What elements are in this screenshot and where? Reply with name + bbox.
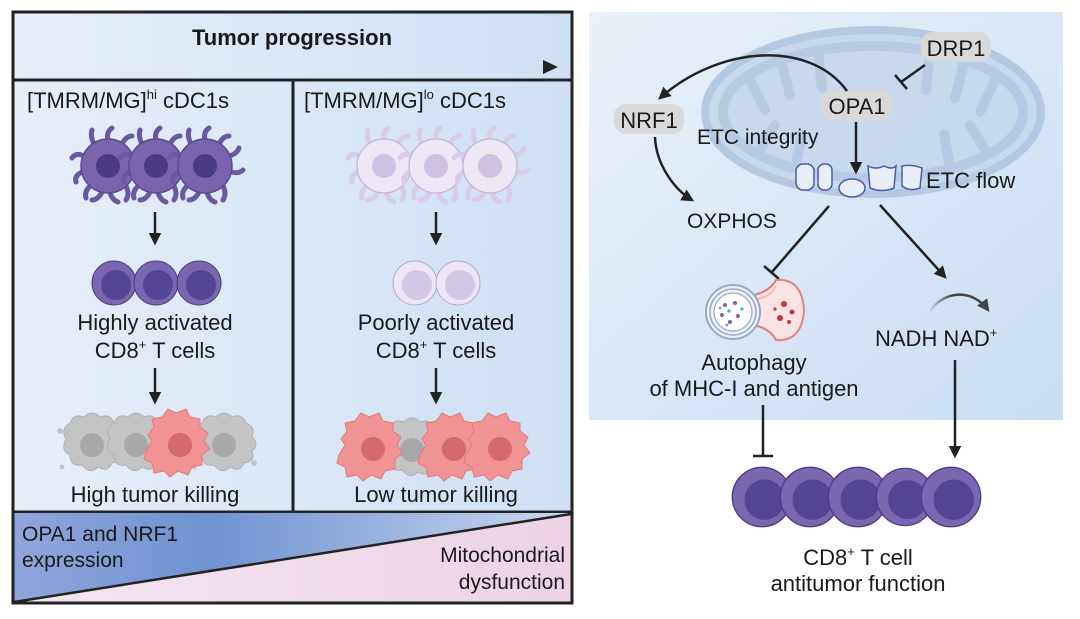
tumor-cells-hi [56,408,258,478]
header-title: Tumor progression [192,25,392,50]
left-panel: Tumor progression [TMRM/MG]hi cDC1s High… [11,10,574,605]
nrf1-label: NRF1 [620,108,677,133]
nadh-to-nad-arrow [926,293,990,315]
right-panel: DRP1 OPA1 NRF1 ETC integrity ETC flow OX… [589,12,1063,420]
inhibit-etc-to-autophagy [771,205,830,273]
progression-arrow-head [543,60,558,74]
expression-label-line2: expression [22,549,124,572]
arrow-nrf1-to-oxphos [653,136,695,202]
column-lo: [TMRM/MG]lo cDC1s Poorly activated CD8+ … [304,87,531,507]
t-cells-hi [91,260,222,306]
result-label-line2: antitumor function [771,571,946,596]
column-hi: [TMRM/MG]hi cDC1s Highly activated CD8+ … [27,87,258,507]
dysfunction-label-line2: dysfunction [459,571,565,594]
outcome-lo: Low tumor killing [354,482,518,507]
etc-integrity-label: ETC integrity [697,126,819,149]
etc-complexes-icon [795,163,923,198]
column-lo-title: [TMRM/MG]lo cDC1s [304,87,506,113]
autophagosome-icon [705,278,806,342]
opa1-label: OPA1 [828,94,885,119]
outcome-hi: High tumor killing [71,482,240,507]
dysfunction-label-line1: Mitochondrial [440,544,565,567]
tcell-label-hi-line2: CD8+ T cells [95,337,216,363]
oxphos-label: OXPHOS [687,210,777,233]
column-hi-title: [TMRM/MG]hi cDC1s [27,87,229,113]
autophagy-label-line1: Autophagy [701,350,806,375]
inhibit-bar-autophagy [763,265,780,280]
expression-label-line1: OPA1 and NRF1 [22,523,178,546]
nrf1-pill [614,104,684,134]
opa1-pill [821,90,893,120]
result-label-line1: CD8+ T cell [803,544,913,570]
tumor-cells-lo [336,412,531,482]
autophagy-label-line2: of MHC-I and antigen [649,376,858,401]
tcell-label-lo-line2: CD8+ T cells [376,337,497,363]
arrow-etc-to-nad [879,204,947,279]
inhibit-drp1-to-opa1 [900,63,926,84]
wedge-diagonal [13,512,572,604]
gradient-bar: OPA1 and NRF1 expression Mitochondrial d… [13,512,572,604]
tcell-label-hi-line1: Highly activated [77,310,232,335]
etc-flow-label: ETC flow [926,168,1015,193]
drp1-pill [921,32,991,62]
arrow-opa1-to-nrf1 [658,54,849,100]
tcell-label-lo-line1: Poorly activated [358,310,515,335]
inhibit-bar-drp1 [894,74,908,90]
left-panel-frame [11,10,574,605]
drp1-label: DRP1 [927,36,986,61]
cd8-t-cells-row [731,466,982,528]
